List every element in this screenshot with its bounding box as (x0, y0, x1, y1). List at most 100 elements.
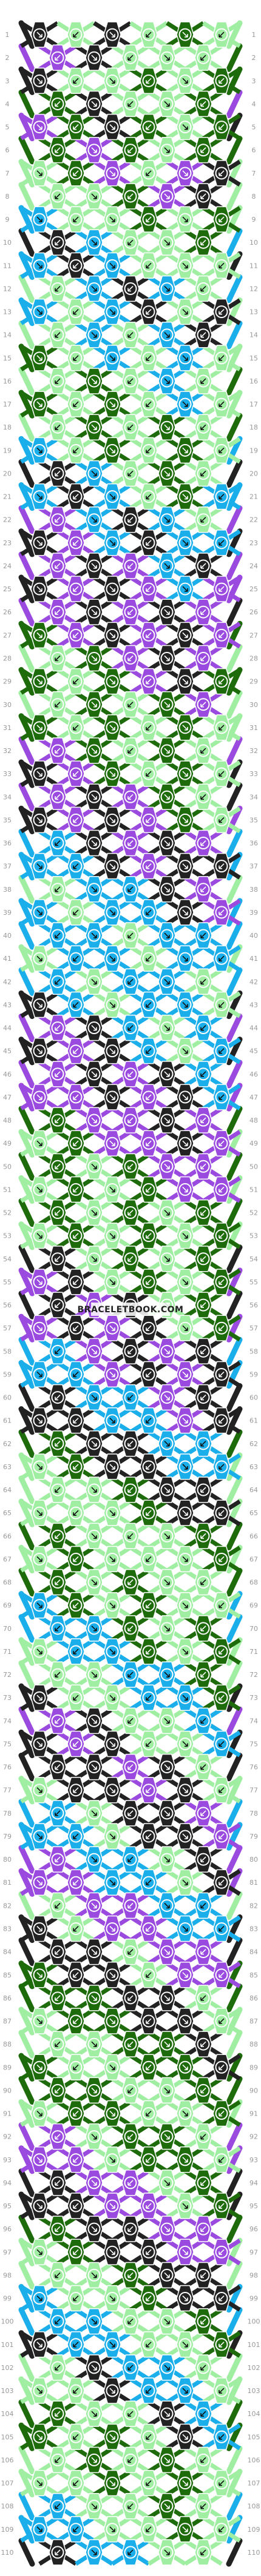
knot-arrow-icon (127, 2226, 134, 2232)
string-segment (226, 1013, 243, 1043)
knot-arrow-icon (36, 909, 42, 915)
knot-arrow-icon (109, 540, 115, 546)
row-number-right: 108 (248, 2503, 260, 2511)
knot-arrow-icon (164, 1441, 170, 1447)
knot-arrow-icon (164, 748, 170, 754)
knot-arrow-icon (109, 355, 115, 361)
knot-arrow-icon (146, 1556, 152, 1562)
knot-arrow-icon (127, 702, 134, 708)
knot-arrow-icon (91, 1764, 97, 1770)
knot-arrow-icon (55, 2180, 61, 2186)
knot-arrow-icon (127, 1718, 134, 1724)
knot-arrow-icon (182, 817, 188, 823)
string-segment (226, 736, 243, 765)
knot-arrow-icon (127, 2272, 134, 2279)
row-number-left: 12 (3, 285, 12, 293)
knot-arrow-icon (73, 1371, 79, 1378)
row-number-right: 46 (249, 1071, 258, 1078)
knot-arrow-icon (219, 863, 225, 869)
knot-arrow-icon (73, 494, 79, 500)
row-number-right: 21 (249, 493, 258, 501)
string-segment (18, 413, 35, 442)
string-segment (226, 274, 243, 304)
knot-arrow-icon (55, 1163, 61, 1170)
knot-arrow-icon (36, 1325, 42, 1331)
knot-arrow-icon (219, 447, 225, 454)
knot-arrow-icon (55, 517, 61, 523)
knot-arrow-icon (200, 748, 206, 754)
knot-arrow-icon (164, 1071, 170, 1077)
row-number-right: 34 (249, 793, 258, 801)
knot-arrow-icon (164, 378, 170, 384)
knot-arrow-icon (164, 702, 170, 708)
knot-arrow-icon (36, 1879, 42, 1886)
knot-arrow-icon (164, 2457, 170, 2463)
knot-arrow-icon (164, 1024, 170, 1031)
knot-arrow-icon (127, 840, 134, 846)
watermark: BRACELETBOOK.COM (78, 1303, 183, 1316)
knot-arrow-icon (73, 1140, 79, 1146)
knot-arrow-icon (109, 401, 115, 407)
knot-arrow-icon (164, 2180, 170, 2186)
knot-arrow-icon (182, 447, 188, 454)
row-number-left: 79 (3, 1833, 12, 1841)
row-number-left: 43 (3, 1001, 12, 1009)
row-number-left: 9 (5, 216, 10, 224)
string-segment (18, 1753, 35, 1782)
knot-arrow-icon (73, 447, 79, 454)
knot-arrow-icon (219, 1048, 225, 1054)
knot-arrow-icon (55, 1902, 61, 1909)
knot-arrow-icon (91, 1995, 97, 2001)
row-number-right: 19 (249, 446, 258, 454)
knot-arrow-icon (182, 1925, 188, 1932)
knot-arrow-icon (146, 78, 152, 84)
row-number-left: 21 (3, 493, 12, 501)
knot-arrow-icon (109, 216, 115, 222)
knot-arrow-icon (55, 702, 61, 708)
knot-arrow-icon (73, 1233, 79, 1239)
knot-arrow-icon (219, 725, 225, 731)
knot-arrow-icon (182, 494, 188, 500)
knot-arrow-icon (146, 632, 152, 639)
row-number-left: 86 (3, 1994, 12, 2002)
knot-arrow-icon (91, 1163, 97, 1170)
string-segment (226, 89, 243, 119)
knot-arrow-icon (109, 1371, 115, 1378)
knot-arrow-icon (182, 2388, 188, 2394)
knot-arrow-icon (36, 401, 42, 407)
knot-arrow-icon (146, 2342, 152, 2348)
row-number-left: 64 (3, 1486, 12, 1494)
knot-arrow-icon (146, 817, 152, 823)
knot-arrow-icon (91, 1902, 97, 1909)
knot-arrow-icon (146, 2110, 152, 2117)
knot-arrow-icon (36, 2480, 42, 2486)
string-segment (18, 1799, 35, 1828)
string-segment (226, 2214, 243, 2243)
row-number-left: 32 (3, 747, 12, 755)
row-number-left: 55 (3, 1278, 12, 1286)
knot-arrow-icon (200, 1902, 206, 1909)
row-number-right: 42 (249, 978, 258, 986)
knot-arrow-icon (73, 1186, 79, 1193)
string-segment (226, 2168, 243, 2197)
knot-arrow-icon (146, 771, 152, 777)
knot-arrow-icon (36, 1001, 42, 1008)
knot-arrow-icon (182, 1833, 188, 1839)
row-number-left: 59 (3, 1370, 12, 1378)
knot-arrow-icon (182, 1556, 188, 1562)
knot-arrow-icon (127, 1764, 134, 1770)
row-number-left: 69 (3, 1602, 12, 1610)
string-segment (18, 43, 35, 72)
knot-arrow-icon (164, 1856, 170, 1862)
knot-arrow-icon (164, 886, 170, 892)
knot-arrow-icon (36, 124, 42, 130)
knot-arrow-icon (109, 1094, 115, 1100)
knot-arrow-icon (109, 2110, 115, 2117)
row-number-right: 71 (249, 1648, 258, 1656)
knot-arrow-icon (164, 1902, 170, 1909)
knot-arrow-icon (182, 725, 188, 731)
knot-arrow-icon (73, 1879, 79, 1886)
knot-arrow-icon (73, 1094, 79, 1100)
knot-arrow-icon (109, 78, 115, 84)
row-number-right: 18 (249, 423, 258, 431)
